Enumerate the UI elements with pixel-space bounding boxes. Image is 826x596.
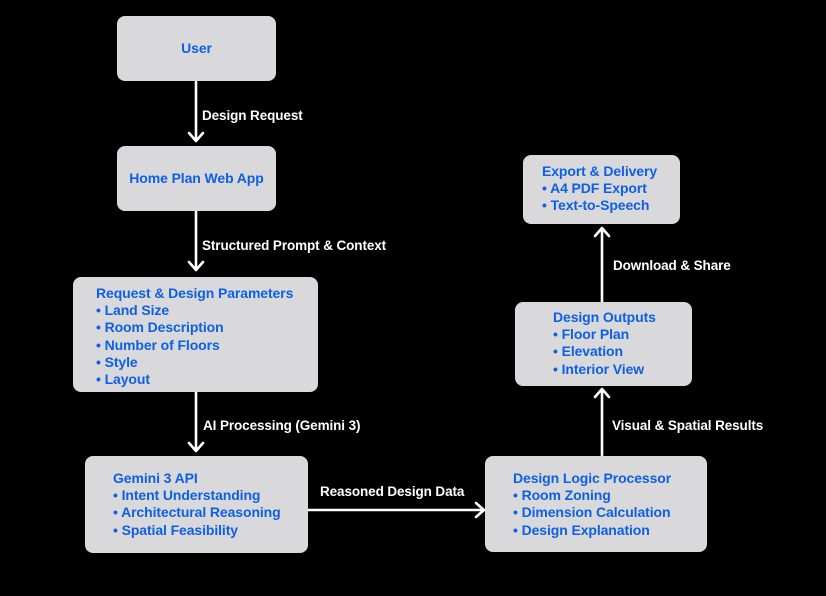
node-title: User	[181, 39, 212, 56]
edge-label-structured-prompt-context: Structured Prompt & Context	[202, 238, 387, 253]
bullet-item: • Land Size	[96, 302, 170, 319]
bullet-item: • Design Explanation	[513, 521, 650, 538]
node-bullet-list: • Land Size• Room Description• Number of…	[96, 302, 308, 388]
node-request-design-parameters: Request & Design Parameters • Land Size•…	[73, 277, 318, 392]
node-bullet-list: • A4 PDF Export• Text-to-Speech	[542, 180, 672, 214]
arrow-params-to-gemini	[187, 390, 205, 453]
bullet-item: • Elevation	[553, 343, 623, 360]
bullet-item: • Number of Floors	[96, 336, 220, 353]
node-design-logic-processor: Design Logic Processor • Room Zoning• Di…	[485, 456, 707, 552]
bullet-item: • Intent Understanding	[113, 487, 261, 504]
node-title: Request & Design Parameters	[96, 285, 294, 301]
edge-label-ai-processing-gemini-3: AI Processing (Gemini 3)	[203, 418, 361, 433]
node-title: Design Outputs	[553, 309, 656, 325]
node-gemini-3-api: Gemini 3 API • Intent Understanding• Arc…	[85, 456, 308, 553]
bullet-item: • Floor Plan	[553, 326, 630, 343]
arrow-gemini-to-dlp	[306, 501, 486, 519]
node-bullet-list: • Floor Plan• Elevation• Interior View	[553, 326, 684, 378]
edge-label-reasoned-design-data: Reasoned Design Data	[320, 484, 465, 499]
edge-label-visual-spatial-results: Visual & Spatial Results	[612, 418, 764, 433]
bullet-item: • Interior View	[553, 360, 645, 377]
edge-label-design-request: Design Request	[202, 108, 303, 123]
bullet-item: • Style	[96, 353, 138, 370]
arrow-dlp-to-outputs	[593, 387, 611, 457]
node-title: Design Logic Processor	[513, 470, 672, 486]
node-user: User	[117, 16, 276, 81]
bullet-item: • Text-to-Speech	[542, 197, 650, 214]
node-title: Export & Delivery	[542, 163, 658, 179]
node-title: Gemini 3 API	[113, 470, 198, 486]
arrow-webapp-to-params	[187, 209, 205, 272]
bullet-item: • A4 PDF Export	[542, 180, 647, 197]
bullet-item: • Room Description	[96, 319, 224, 336]
bullet-item: • Dimension Calculation	[513, 504, 671, 521]
bullet-item: • Room Zoning	[513, 487, 611, 504]
node-export-delivery: Export & Delivery • A4 PDF Export• Text-…	[523, 155, 680, 224]
bullet-item: • Layout	[96, 371, 150, 388]
node-design-outputs: Design Outputs • Floor Plan• Elevation• …	[515, 302, 692, 386]
node-home-plan-web-app: Home Plan Web App	[117, 146, 276, 211]
edge-label-download-share: Download & Share	[613, 258, 731, 273]
bullet-item: • Spatial Feasibility	[113, 521, 238, 538]
node-bullet-list: • Room Zoning• Dimension Calculation• De…	[513, 487, 697, 539]
arrow-outputs-to-export	[593, 226, 611, 304]
node-title: Home Plan Web App	[129, 169, 264, 186]
arrow-user-to-webapp	[187, 80, 205, 143]
node-bullet-list: • Intent Understanding• Architectural Re…	[113, 487, 298, 539]
bullet-item: • Architectural Reasoning	[113, 504, 281, 521]
